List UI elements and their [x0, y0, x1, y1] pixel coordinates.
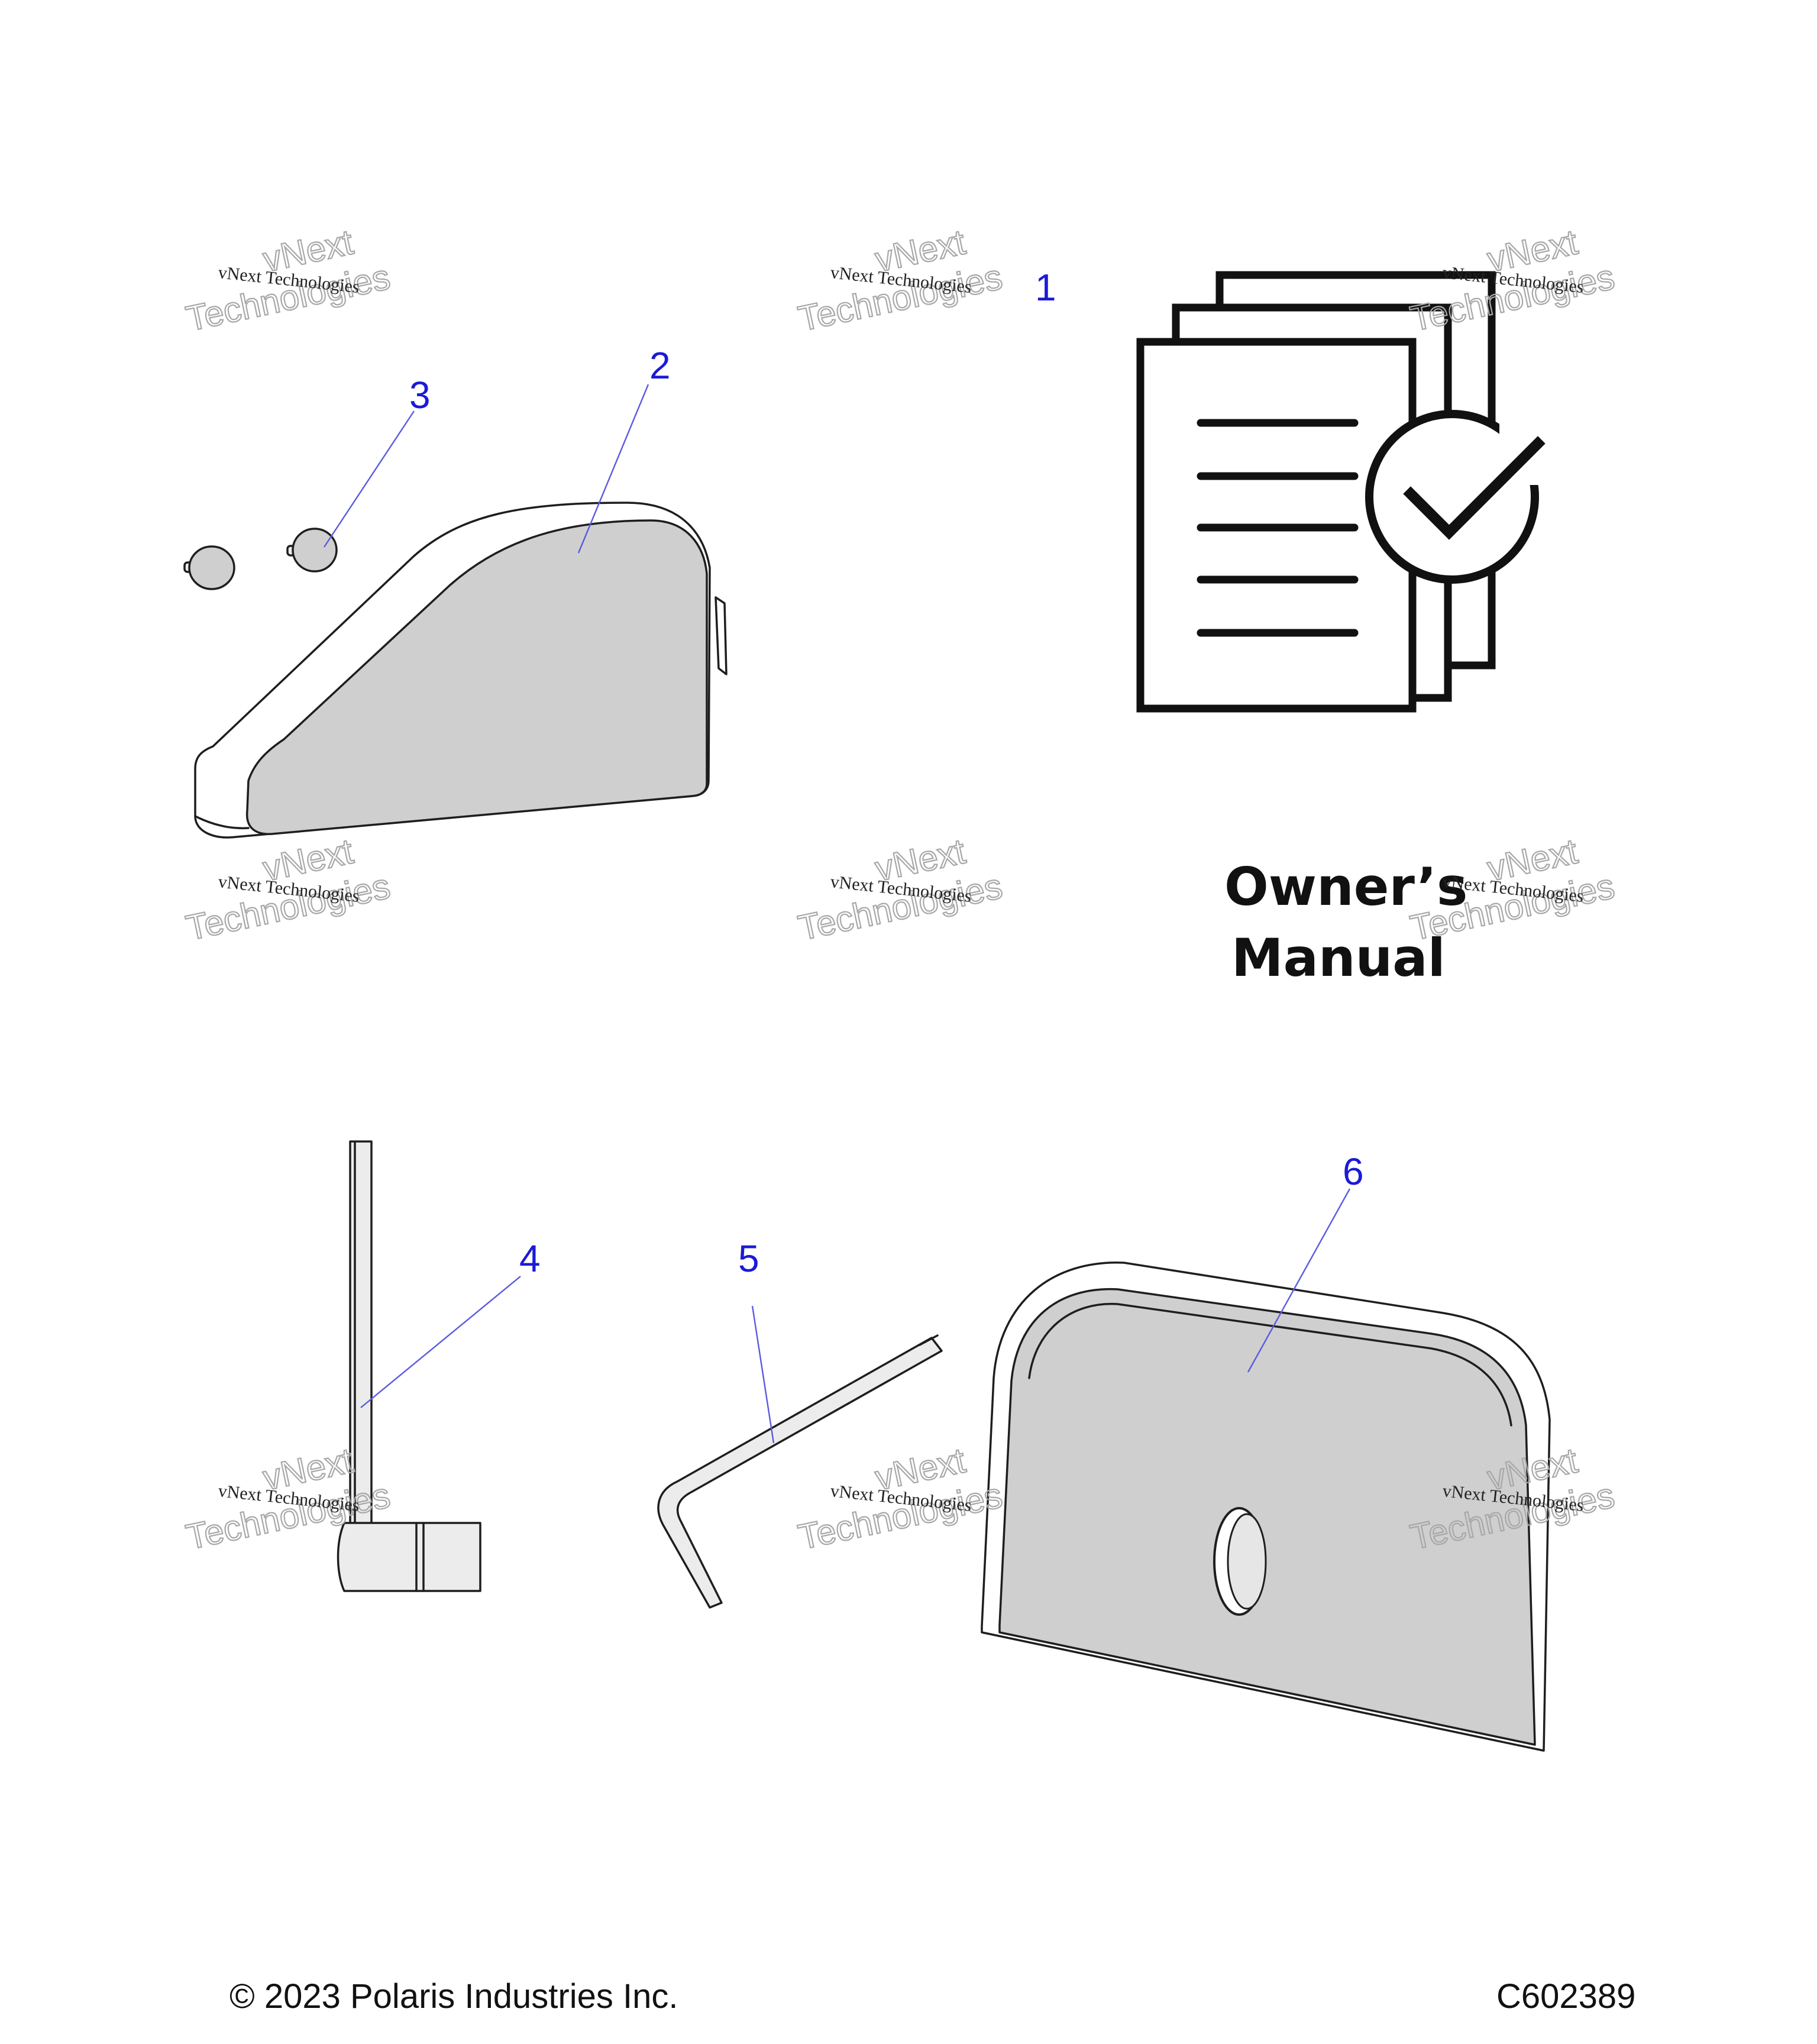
copyright-text: © 2023 Polaris Industries Inc. [229, 1977, 678, 2016]
part-1-owners-manual-icon: Owner’s Manual [1136, 271, 1564, 988]
manual-line-2: Manual [1231, 927, 1446, 988]
watermark-top-center: vNext Technologies vNext Technologies [794, 221, 1007, 339]
callout-4: 4 [519, 1237, 541, 1280]
callout-3: 3 [409, 374, 431, 416]
watermark-mid-center: vNext Technologies vNext Technologies [794, 830, 1007, 949]
watermark-mid-left: vNext Technologies vNext Technologies [182, 830, 395, 949]
callout-5: 5 [738, 1237, 759, 1280]
part-5-hex-key [657, 1334, 943, 1609]
manual-line-1: Owner’s [1224, 856, 1467, 917]
part-4-socket-wrench [337, 1140, 481, 1592]
callout-6: 6 [1343, 1150, 1364, 1193]
part-6-panel-cover [981, 1262, 1551, 1752]
watermark-top-left: vNext Technologies vNext Technologies [182, 221, 395, 339]
callout-1: 1 [1035, 266, 1056, 309]
watermark-bottom-center: vNext Technologies vNext Technologies [794, 1440, 1007, 1558]
part-2-storage-cover [194, 502, 728, 839]
diagram-code: C602389 [1496, 1977, 1635, 2016]
leader-lines [323, 384, 1351, 1444]
part-3-push-rivets [183, 528, 338, 590]
callout-2: 2 [649, 344, 671, 387]
